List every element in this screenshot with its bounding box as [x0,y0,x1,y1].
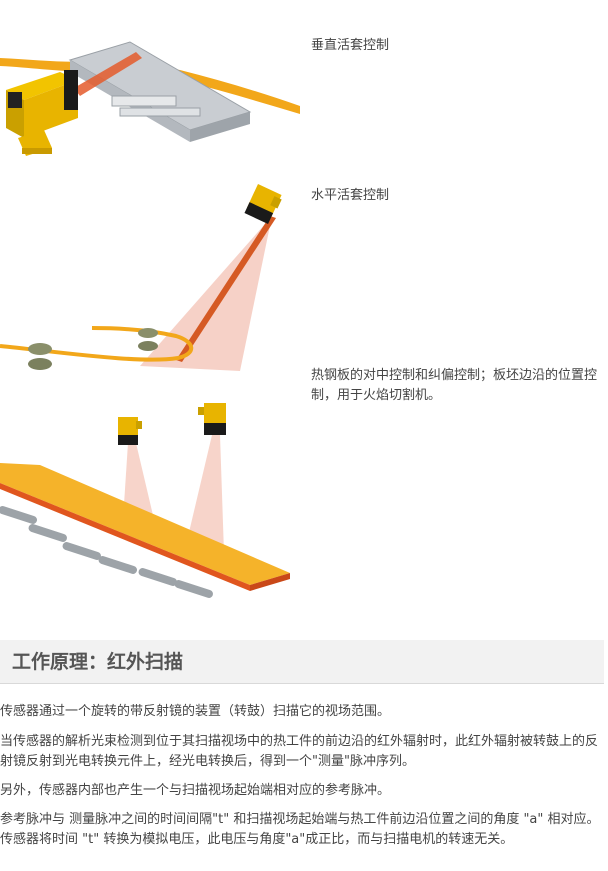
paragraph-text: 参考脉冲与 测量脉冲之间的时间间隔"t" 和扫描视场起始端与热工件前边沿位置之间… [0,812,600,847]
application-caption-plate-centering: 热钢板的对中控制和纠偏控制；板坯边沿的位置控制，用于火焰切割机。 [311,368,598,403]
section-header: 工作原理：红外扫描 [0,640,604,684]
hot-steel-plate [0,463,290,585]
horizontal-loop-illustration [0,184,282,371]
paragraph-text: 另外，传感器内部也产生一个与扫描视场起始端相对应的参考脉冲。 [0,783,391,798]
plate-centering-illustration [0,403,290,598]
scan-beam [74,52,142,96]
vertical-loop-illustration [0,41,300,156]
sensor-icon [6,70,78,156]
paragraph: 参考脉冲与 测量脉冲之间的时间间隔"t" 和扫描视场起始端与热工件前边沿位置之间… [0,810,606,850]
paragraph-text: 当传感器的解析光束检测到位于其扫描视场中的热工件的前边沿的红外辐射时，此红外辐射… [0,734,599,769]
scan-cone [186,435,224,553]
paragraph: 另外，传感器内部也产生一个与扫描视场起始端相对应的参考脉冲。 [0,781,606,801]
scan-cone [140,216,272,371]
paragraph: 当传感器的解析光束检测到位于其扫描视场中的热工件的前边沿的红外辐射时，此红外辐射… [0,732,606,772]
application-caption-horizontal-loop: 水平活套控制 [311,188,390,203]
paragraph-text: 传感器通过一个旋转的带反射镜的装置（转鼓）扫描它的视场范围。 [0,704,391,719]
steel-loop [0,326,194,362]
roller-icon [0,506,214,598]
roller-icon [28,328,158,370]
paragraph: 传感器通过一个旋转的带反射镜的装置（转鼓）扫描它的视场范围。 [0,702,606,722]
sensor-icon [198,403,226,435]
sensor-icon [118,417,142,445]
sensor-icon [244,184,282,224]
application-caption-vertical-loop: 垂直活套控制 [311,38,390,53]
section-title: 工作原理：红外扫描 [12,651,184,673]
scan-beam [176,216,276,362]
